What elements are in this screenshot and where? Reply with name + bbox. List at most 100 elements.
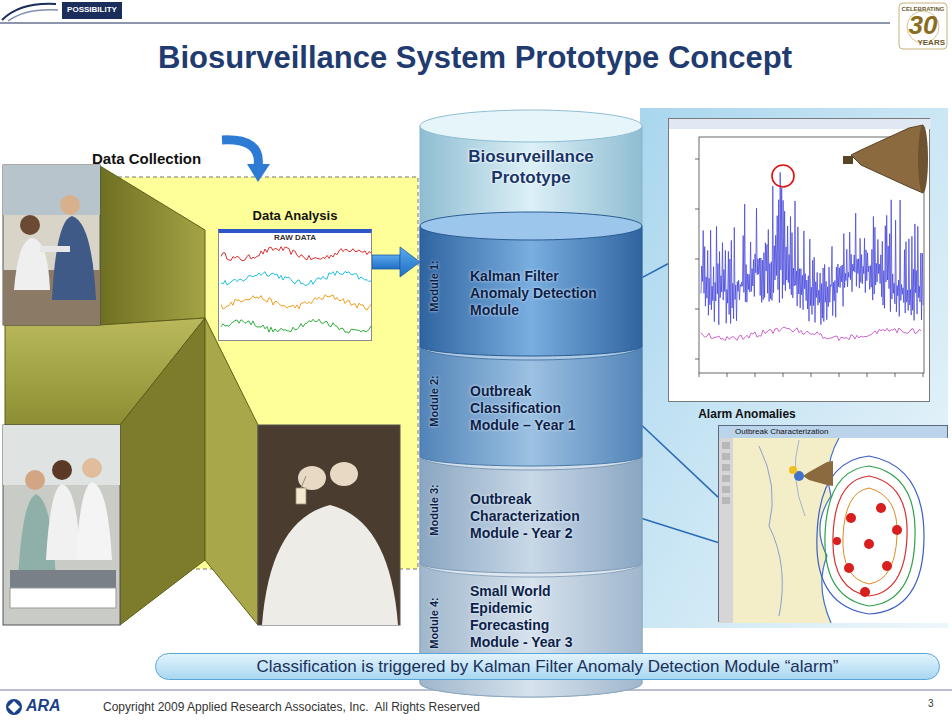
leader-connector (642, 426, 718, 498)
morgue-photo-part (296, 488, 306, 504)
photo-prism-part (205, 318, 258, 625)
map-horn-part (803, 461, 833, 486)
case-dots (833, 503, 902, 597)
module-name: Outbreak Classification Module – Year 1 (470, 383, 602, 434)
cylinder-shape-part (420, 346, 642, 466)
module-number: Module 4: (428, 597, 440, 648)
raw-series (221, 295, 371, 310)
axis-ticks (695, 159, 923, 377)
window-title: Outbreak Characterization (719, 426, 947, 438)
data-collection-arrow (222, 140, 270, 182)
data-collection-arrow-part (222, 140, 258, 166)
clinic-photo-part (52, 216, 96, 300)
alarm-chart-window: Alarm Anomalies (668, 118, 930, 402)
emergency-photo-part (76, 482, 112, 560)
cylinder-shape-part (420, 126, 642, 697)
map-toolbar-part (722, 453, 730, 460)
map-toolbar-part (722, 442, 730, 449)
emergency-photo-part (3, 425, 120, 625)
emergency-photo-part (3, 425, 120, 485)
emergency-photo-part (25, 470, 45, 490)
axis-ticks-part (695, 159, 699, 160)
morgue-photo-part (330, 462, 358, 486)
arrow-head (400, 247, 420, 277)
case-dots-part (860, 587, 870, 597)
emergency-photo-part (82, 458, 102, 478)
case-dots-part (892, 525, 902, 535)
morgue-photo-part (301, 476, 306, 488)
axis-ticks-part (695, 309, 699, 310)
output-panel (640, 108, 948, 628)
clinic-photo-part (14, 238, 50, 290)
morgue-photo-part (298, 466, 326, 490)
case-dots-part (876, 503, 886, 513)
clinic-photo-part (3, 165, 100, 325)
axis-ticks-part (695, 359, 699, 360)
leader-connector (642, 519, 718, 543)
outbreak-map-part (719, 438, 949, 623)
map-toolbar-part (722, 464, 730, 471)
axis-ticks-part (839, 373, 840, 377)
header-logo-part (0, 23, 890, 24)
outbreak-map-part (733, 438, 839, 623)
raw-data-plot (219, 243, 371, 343)
anniversary-badge-part (899, 3, 947, 49)
module-name: Small World Epidemic Forecasting Module … (470, 583, 602, 651)
clinic-photo-part (60, 195, 80, 215)
case-dots-part (846, 513, 856, 523)
anomaly-chart (669, 119, 931, 403)
axis-ticks-part (695, 259, 699, 260)
arrow-shaft (372, 255, 400, 269)
raw-series (221, 247, 371, 261)
connector-line (642, 264, 668, 278)
cylinder-shape-part (420, 212, 642, 240)
flow-arrow (372, 247, 420, 277)
axis-ticks-part (867, 373, 868, 377)
cylinder-shape-part (420, 226, 642, 356)
outbreak-map-window: Outbreak Characterization (718, 425, 948, 622)
cylinder-heading: Biosurveillance Prototype (450, 146, 612, 188)
axis-ticks-part (923, 373, 924, 377)
badge-number: 30 (899, 11, 947, 39)
header-logo-part (62, 2, 122, 19)
case-dots-part (864, 539, 874, 549)
emergency-photo-part (52, 460, 72, 480)
case-dots-part (833, 537, 841, 545)
leader-connector (642, 264, 668, 278)
outbreak-map-part (825, 466, 915, 606)
morgue-photo (258, 425, 400, 625)
axis-ticks-part (755, 373, 756, 377)
slide-title: Biosurveillance System Prototype Concept (60, 40, 890, 76)
module-number: Module 3: (428, 484, 440, 535)
connector-line (642, 426, 718, 498)
axis-ticks-part (895, 373, 896, 377)
baseline-series (701, 327, 921, 340)
footer-part (8, 701, 20, 713)
panel-heading: Data Analysis (218, 208, 372, 223)
case-dots-part (844, 563, 854, 573)
anomaly-chart-part (669, 119, 931, 129)
axis-ticks-part (699, 373, 700, 377)
page-number: 3 (928, 698, 934, 709)
clinic-photo-part (3, 165, 100, 215)
data-collection-arrow-part (247, 164, 270, 182)
axis-ticks-part (783, 373, 784, 377)
map-toolbar-part (722, 486, 730, 493)
header-logo (0, 0, 890, 23)
window-title: RAW DATA (219, 233, 371, 243)
case-dots-part (882, 561, 892, 571)
signal-series (701, 172, 923, 324)
photo-prism-part (120, 318, 205, 625)
morgue-photo-part (258, 425, 400, 625)
alarm-horn (843, 125, 928, 193)
map-toolbar-part (722, 475, 730, 482)
emergency-photo-part (10, 588, 116, 608)
process-label: Data Collection (92, 150, 201, 167)
raw-series (221, 319, 371, 333)
module-name: Kalman Filter Anomaly Detection Module (470, 268, 602, 319)
map-horn (789, 461, 833, 486)
clinic-photo-part (40, 246, 70, 252)
caption-bar: Classification is triggered by Kalman Fi… (155, 653, 940, 680)
alarm-horn-part (843, 156, 853, 164)
